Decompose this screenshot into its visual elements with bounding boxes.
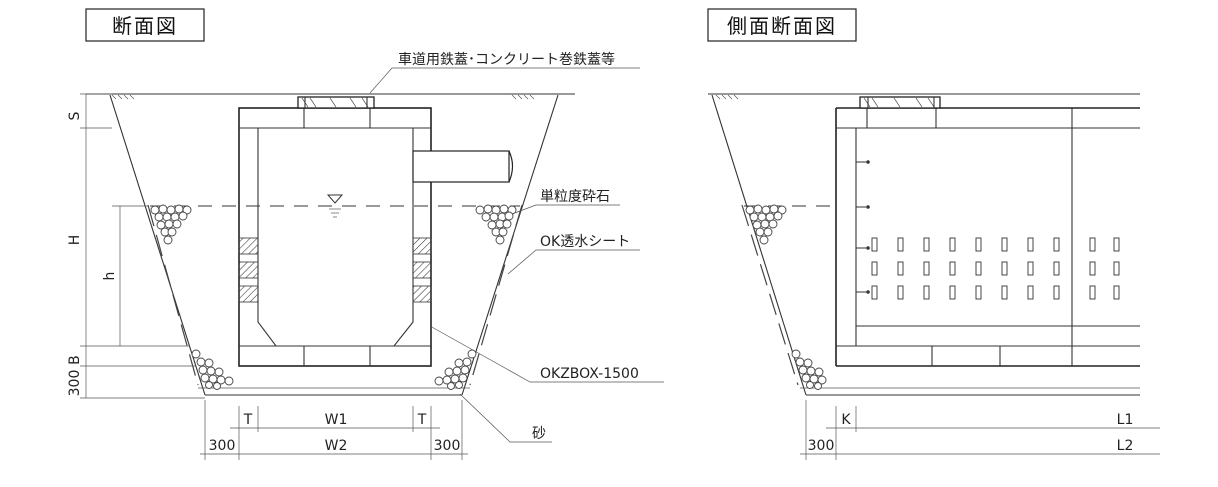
section-title-box: 断面図 <box>85 8 205 42</box>
dim-B: B <box>67 355 83 365</box>
box-inner-wall <box>257 128 414 347</box>
sand-leader <box>459 393 552 443</box>
crushed-stone-bottom-left <box>191 349 234 390</box>
side-slots <box>871 237 1120 300</box>
box-leader <box>429 325 664 383</box>
dim-K: K <box>841 412 851 428</box>
dim-W2: W2 <box>325 438 348 454</box>
side-crushed-stone <box>745 204 787 245</box>
sheet-leader <box>507 249 640 275</box>
side-crushed-stone-bottom <box>791 349 827 390</box>
side-ground-texture <box>715 94 739 100</box>
side-horizontal-dimensions: K L1 300 L2 <box>800 400 1160 460</box>
crushed-stone-bottom-right <box>434 349 477 390</box>
manhole-cover <box>297 96 375 109</box>
cross-section-drawing: 車道用鉄蓋･コンクリート巻鉄蓋等 単粒度砕石 OK透水シート OKZBOX-15… <box>67 51 664 460</box>
side-slope <box>711 94 807 396</box>
dim-S: S <box>67 111 83 120</box>
sand-label: 砂 <box>532 426 546 442</box>
dim-L2: L2 <box>1117 438 1134 454</box>
cover-label: 車道用鉄蓋･コンクリート巻鉄蓋等 <box>398 51 615 68</box>
side-permeable-sheet <box>741 204 799 386</box>
side-box <box>835 107 1140 367</box>
crushed-stone-right <box>475 204 517 245</box>
side-pipe-stubs <box>856 160 870 294</box>
side-manhole-cover <box>859 96 941 109</box>
dim-L1: L1 <box>1117 412 1134 428</box>
wall-openings-left <box>238 237 259 303</box>
box-label: OKZBOX-1500 <box>540 366 639 382</box>
dim-W1: W1 <box>325 412 348 428</box>
section-title: 断面図 <box>112 14 178 38</box>
dim-H: H <box>67 235 83 246</box>
box-outer-wall <box>238 107 432 367</box>
dim-T-right: T <box>417 412 427 428</box>
permeable-sheet-left <box>147 204 199 386</box>
side-section-title-box: 側面断面図 <box>707 8 857 42</box>
side-section-title: 側面断面図 <box>727 14 837 38</box>
water-level-symbol <box>326 194 344 218</box>
dim-300-side: 300 <box>808 438 835 454</box>
dim-300-vertical: 300 <box>67 370 83 397</box>
dim-300-left: 300 <box>209 438 236 454</box>
crushed-stone-left <box>150 204 192 245</box>
dim-h: h <box>102 272 118 281</box>
inlet-pipe <box>412 150 514 183</box>
vertical-dimensions: S H h B 300 <box>67 93 205 399</box>
dim-T-left: T <box>243 412 253 428</box>
side-section-drawing: K L1 300 L2 <box>708 93 1160 460</box>
permeable-sheet-right <box>469 204 523 386</box>
excavation-slope-left <box>109 94 206 396</box>
stone-label: 単粒度砕石 <box>540 189 610 205</box>
horizontal-dimensions: T W1 T 300 W2 300 <box>200 400 468 460</box>
stone-leader <box>511 204 620 215</box>
wall-openings-right <box>412 237 432 303</box>
dim-300-right: 300 <box>434 438 461 454</box>
cover-leader <box>369 67 640 94</box>
sheet-label: OK透水シート <box>540 234 630 250</box>
ground-texture <box>111 94 535 100</box>
